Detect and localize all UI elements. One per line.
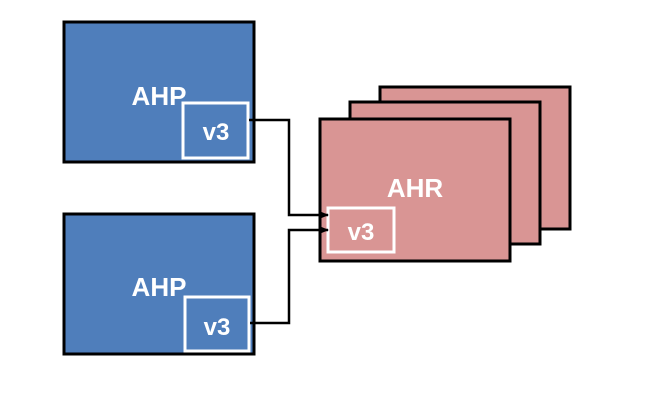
ahp-bottom: AHP v3 <box>62 212 256 356</box>
ahp-bottom-frame <box>62 212 256 356</box>
ahr-label: AHR <box>387 173 444 203</box>
ahr-port-label: v3 <box>348 219 375 246</box>
ahp-bottom-port-label: v3 <box>204 314 231 341</box>
ahr-stack: AHR v3 <box>318 85 572 263</box>
connector-top-to-ahr <box>249 118 329 219</box>
connector-bottom-to-ahr <box>250 226 329 325</box>
ahp-top-frame <box>62 20 256 164</box>
ahp-top-port-box <box>181 101 250 160</box>
ahp-top-port-label: v3 <box>203 119 230 146</box>
ahp-bottom-label: AHP <box>132 272 187 302</box>
ahp-top-label: AHP <box>132 81 187 111</box>
ahp-top: AHP v3 <box>62 20 256 164</box>
ahp-bottom-port-box <box>183 295 251 353</box>
ahr-front-frame <box>318 117 512 263</box>
